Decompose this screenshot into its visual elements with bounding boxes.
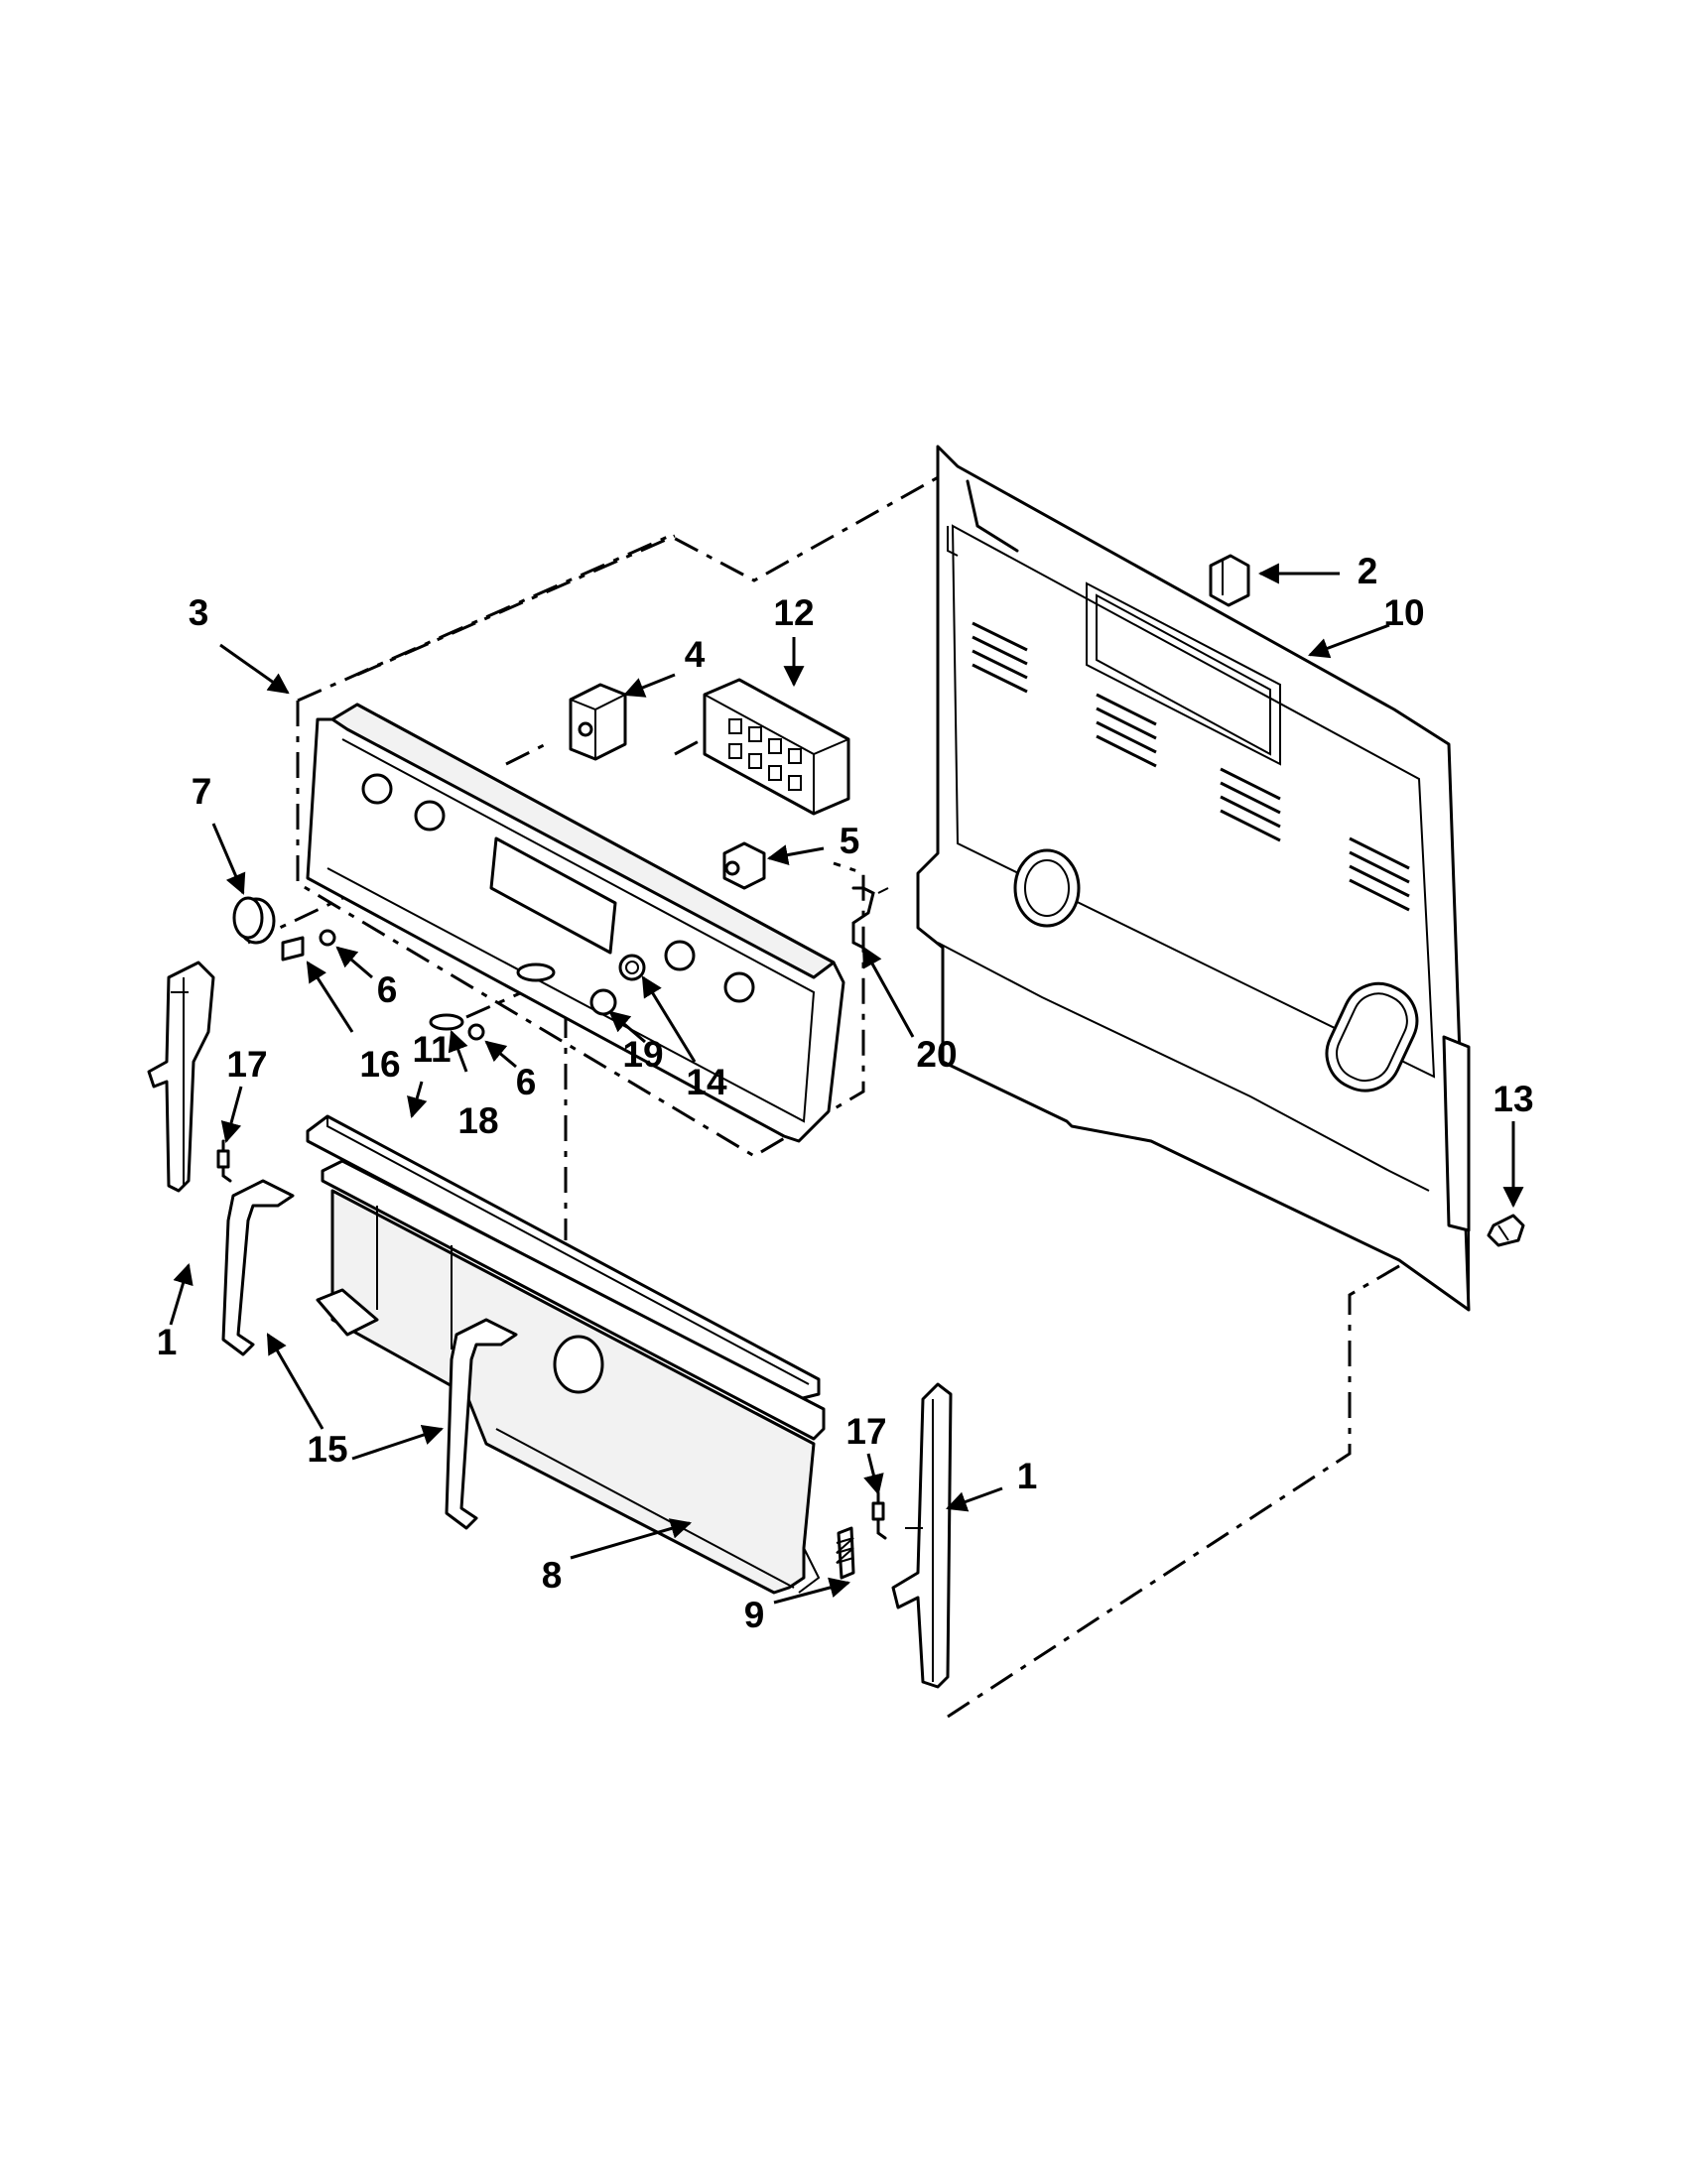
screw-13 [1487, 1214, 1525, 1247]
callout-4: 4 [685, 634, 706, 675]
callout-11: 11 [412, 1029, 451, 1070]
trim-clip-left [216, 1139, 232, 1183]
callout-17-right: 17 [845, 1411, 886, 1452]
small-hardware [281, 929, 646, 1041]
callout-3: 3 [189, 592, 209, 633]
callout-6-upper: 6 [377, 969, 398, 1010]
wire-harness [851, 886, 889, 950]
callout-20: 20 [916, 1034, 957, 1075]
callout-16: 16 [359, 1044, 400, 1085]
electronic-control [703, 678, 850, 816]
callout-2: 2 [1358, 551, 1378, 591]
callout-19: 19 [622, 1034, 663, 1075]
callout-1-left: 1 [157, 1322, 178, 1362]
vent-slots [972, 621, 1410, 912]
callout-labels: 3 2 10 4 12 5 7 6 16 11 18 6 19 14 20 13… [157, 551, 1534, 1635]
top-rail [306, 1114, 821, 1401]
bracket-right [445, 1318, 518, 1530]
callout-6-lower: 6 [516, 1062, 537, 1102]
trim-clip-right [871, 1491, 887, 1540]
callout-14: 14 [686, 1062, 727, 1102]
rear-panel [916, 445, 1471, 1312]
knob [232, 896, 276, 945]
side-trim-right [891, 1382, 953, 1689]
callout-8: 8 [542, 1555, 563, 1596]
callout-12: 12 [773, 592, 814, 633]
callout-10: 10 [1383, 592, 1424, 633]
lower-panel [316, 1159, 826, 1595]
callout-13: 13 [1492, 1079, 1533, 1119]
callout-15: 15 [307, 1429, 347, 1470]
screw-9 [836, 1526, 855, 1580]
infinite-switch [569, 683, 627, 761]
callout-7: 7 [192, 771, 212, 812]
light-switch [722, 841, 766, 890]
control-panel [306, 703, 845, 1143]
callout-18: 18 [457, 1100, 498, 1141]
callout-5: 5 [840, 821, 860, 861]
leader-arrows [169, 563, 1524, 1605]
callout-1-right: 1 [1017, 1456, 1038, 1496]
callout-9: 9 [744, 1595, 765, 1635]
side-trim-left [147, 961, 215, 1193]
bracket-left [221, 1179, 295, 1356]
clip-part [1209, 554, 1250, 607]
callout-17-left: 17 [226, 1044, 267, 1085]
